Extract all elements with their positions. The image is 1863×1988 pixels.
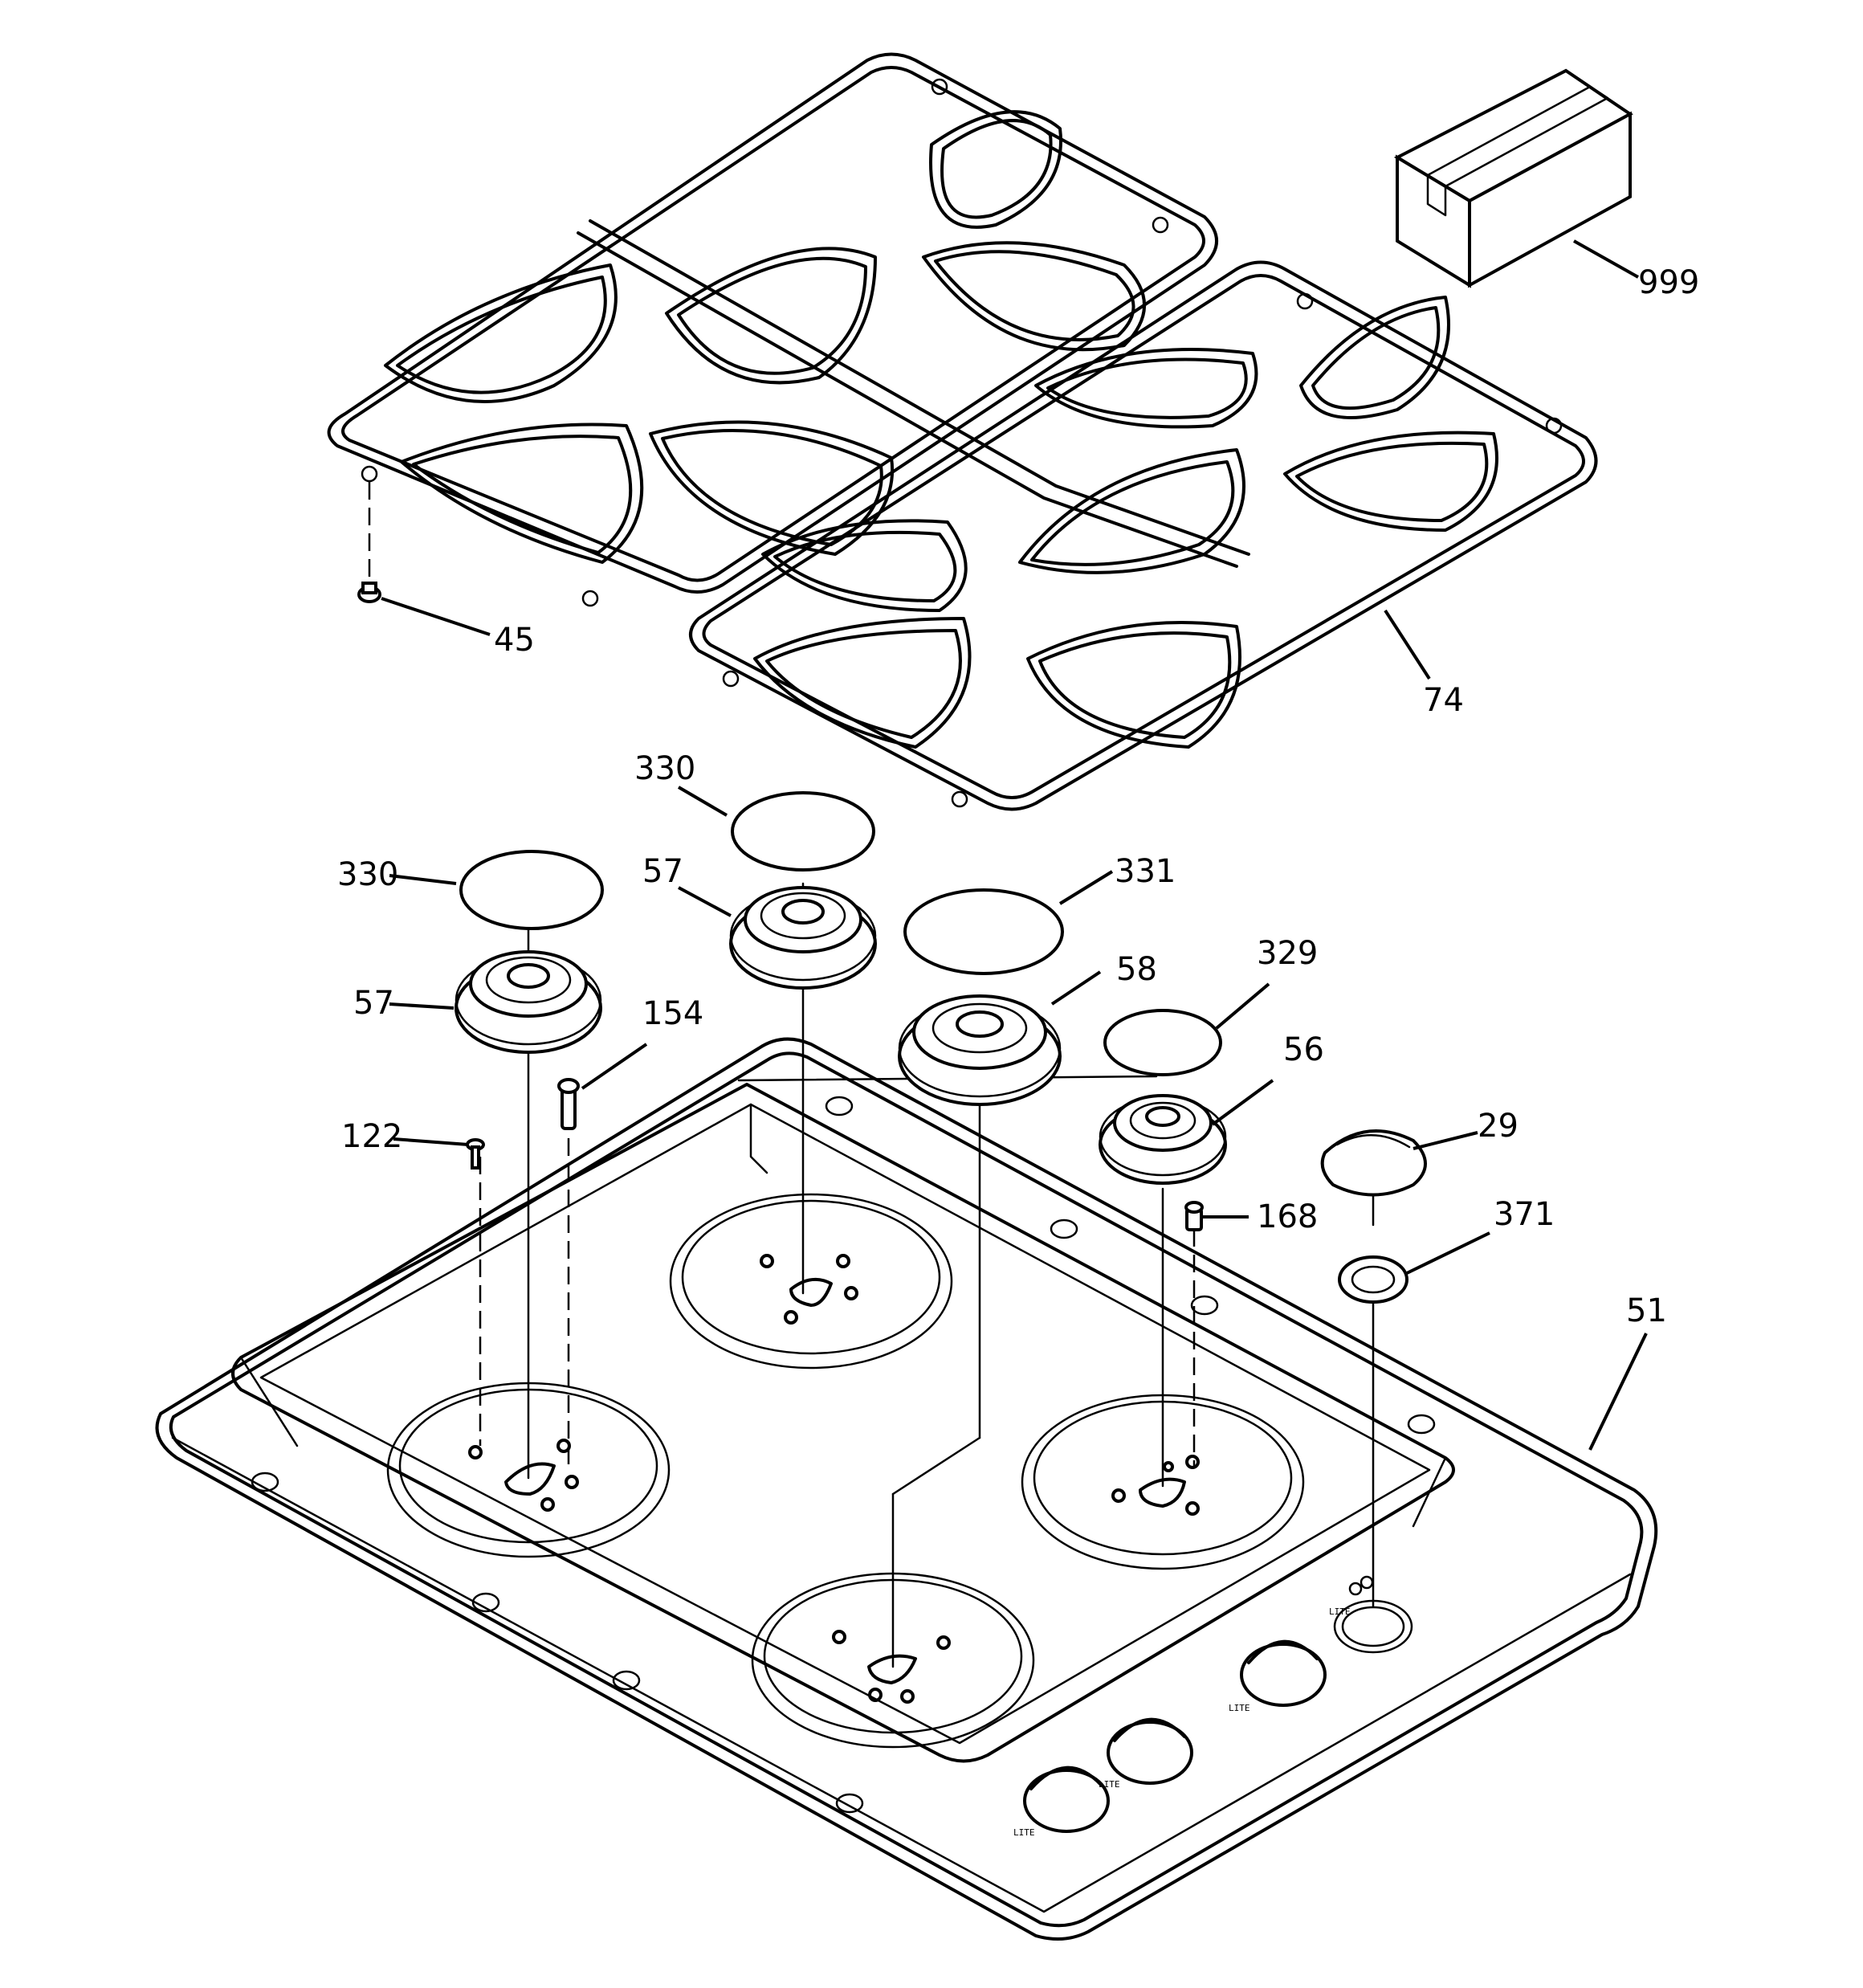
svg-text:LITE: LITE [1099, 1779, 1120, 1790]
callout-999: 999 [1638, 264, 1699, 301]
callout-labels: 999 45 74 330 330 57 57 331 58 329 154 5… [337, 264, 1699, 1329]
callout-122: 122 [341, 1118, 402, 1155]
svg-text:LITE: LITE [1013, 1827, 1035, 1838]
callout-45: 45 [494, 622, 535, 659]
callout-330-middle: 330 [634, 750, 695, 787]
screw-icon [466, 1078, 1204, 1231]
callout-58: 58 [1116, 951, 1157, 988]
cooktop-icon: LITE LITE LITE LITE [155, 1037, 1658, 1941]
callout-330-left: 330 [337, 856, 398, 893]
callout-29: 29 [1478, 1108, 1519, 1145]
callout-51: 51 [1626, 1292, 1667, 1329]
callout-371: 371 [1494, 1196, 1555, 1233]
callout-56: 56 [1283, 1031, 1324, 1068]
callout-331: 331 [1115, 853, 1176, 890]
callout-154: 154 [642, 995, 703, 1032]
knob-icon [1023, 1575, 1413, 1833]
box-icon [1393, 68, 1633, 288]
callout-57-left: 57 [353, 985, 394, 1022]
callout-74: 74 [1423, 682, 1464, 719]
knob-icon [1320, 1129, 1427, 1304]
svg-text:LITE: LITE [1229, 1703, 1250, 1713]
burner-head-icon [455, 886, 1227, 1185]
callout-329: 329 [1257, 935, 1318, 972]
burner-cap-icon [459, 791, 1222, 1076]
callout-168: 168 [1257, 1198, 1318, 1235]
foot-icon [357, 482, 381, 603]
callout-57-middle: 57 [642, 853, 683, 890]
svg-text:LITE: LITE [1329, 1606, 1351, 1617]
grate-icon [327, 52, 1598, 811]
